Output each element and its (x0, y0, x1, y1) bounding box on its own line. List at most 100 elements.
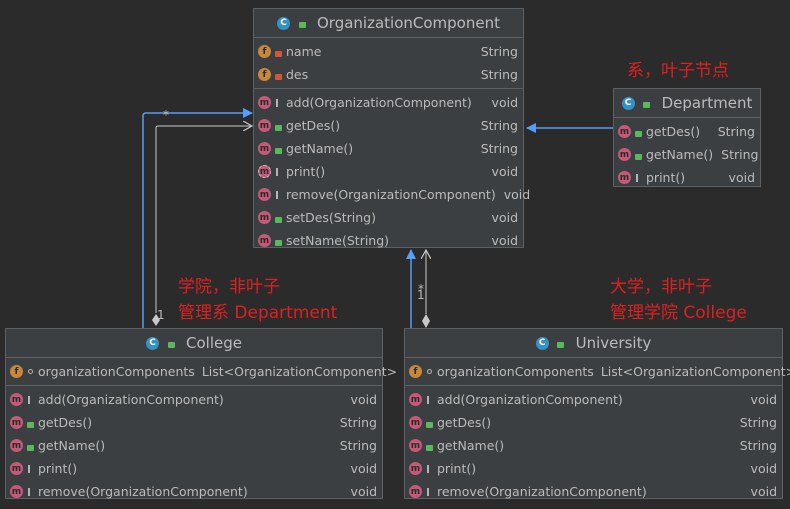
public-icon (274, 236, 282, 246)
method-type: void (750, 461, 777, 476)
method-icon: m (618, 125, 631, 138)
field-type: List<OrganizationComponent> (600, 364, 790, 379)
field-name: organizationComponents (437, 364, 594, 379)
public-icon (643, 98, 651, 108)
method-name: print() (38, 461, 78, 476)
method-name: setName(String) (286, 233, 390, 248)
university-aggregation-diamond (422, 314, 430, 328)
method-type: void (491, 233, 518, 248)
method-name: print() (437, 461, 477, 476)
field-type: String (480, 44, 518, 59)
method-icon: m (10, 416, 23, 429)
method-name: print() (286, 164, 326, 179)
university-multiplicity-many: * (418, 282, 424, 296)
method-type: String (721, 147, 759, 162)
method-row: m setName(String) void (254, 229, 523, 252)
private-icon (274, 47, 282, 57)
method-icon: m (409, 393, 422, 406)
class-header: C College (6, 329, 382, 358)
method-name: getDes() (286, 118, 341, 133)
class-title: College (186, 334, 242, 352)
class-icon: C (621, 96, 635, 110)
public-icon (26, 418, 34, 428)
package-private-icon (425, 367, 433, 377)
method-type: String (717, 124, 755, 139)
college-aggregation-diamond (152, 314, 160, 326)
university-note-line: 管理学院 College (610, 303, 747, 323)
public-icon (425, 441, 433, 451)
protected-icon (26, 487, 34, 497)
package-private-icon (26, 367, 34, 377)
method-icon: m (409, 485, 422, 498)
method-name: getDes() (38, 415, 93, 430)
class-icon: C (535, 336, 549, 350)
method-icon: m (10, 462, 23, 475)
method-icon: m (258, 188, 271, 201)
method-name: remove(OrganizationComponent) (286, 187, 496, 202)
method-icon: m (10, 439, 23, 452)
class-title: University (575, 334, 652, 352)
university-note-line: 大学，非叶子 (610, 277, 712, 297)
method-name: getDes() (437, 415, 492, 430)
public-icon (425, 418, 433, 428)
method-type: String (339, 415, 377, 430)
method-icon: m (258, 234, 271, 247)
public-icon (26, 441, 34, 451)
public-icon (274, 121, 282, 131)
method-icon: m (258, 142, 271, 155)
method-type: String (739, 438, 777, 453)
method-name: add(OrganizationComponent) (38, 392, 224, 407)
method-type: void (350, 484, 377, 499)
public-icon (274, 144, 282, 154)
class-header: C University (405, 329, 782, 358)
method-type: void (750, 484, 777, 499)
protected-icon (634, 173, 642, 183)
method-type: void (491, 95, 518, 110)
department-note-line: 系，叶子节点 (627, 61, 729, 81)
method-icon: m (258, 211, 271, 224)
private-icon (274, 70, 282, 80)
college-note-line: 管理系 Department (178, 303, 338, 323)
method-name: print() (646, 170, 686, 185)
method-type: void (350, 392, 377, 407)
university-note: 大学，非叶子 管理学院 College (610, 274, 747, 326)
method-icon: m (409, 439, 422, 452)
method-type: void (491, 210, 518, 225)
method-type: void (491, 164, 518, 179)
method-row: m getDes() String (6, 411, 382, 434)
college-multiplicity-one: 1 (157, 308, 165, 322)
field-name: name (286, 44, 322, 59)
method-type: String (480, 118, 518, 133)
public-icon (274, 213, 282, 223)
method-icon: m (409, 416, 422, 429)
protected-icon (26, 464, 34, 474)
field-name: des (286, 67, 309, 82)
public-icon (298, 18, 306, 28)
field-type: String (480, 67, 518, 82)
